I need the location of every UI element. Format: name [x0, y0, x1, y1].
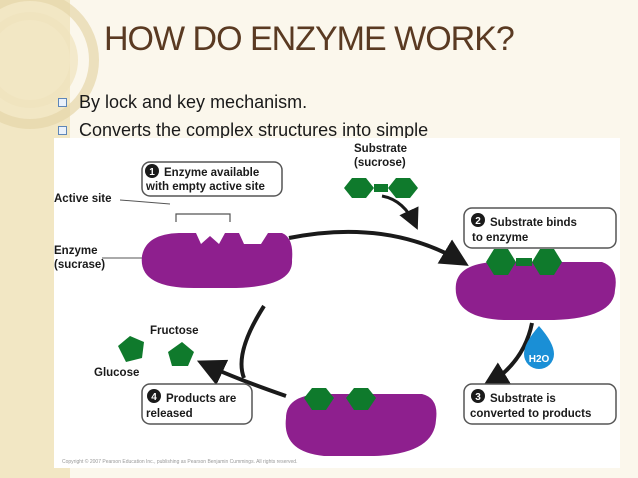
step-2-box — [463, 207, 617, 249]
decorative-arcs — [0, 0, 99, 129]
step-1-line1: Enzyme available — [164, 167, 259, 179]
glucose-molecule — [118, 336, 144, 362]
water-droplet-icon — [524, 326, 554, 369]
bullet-list: By lock and key mechanism. Converts the … — [58, 88, 428, 144]
product-hexagon-left — [304, 388, 334, 410]
bullet-item: Converts the complex structures into sim… — [58, 116, 428, 144]
sucrose-hexagon-right — [388, 178, 418, 198]
step-2-line1: Substrate binds — [490, 217, 577, 229]
square-bullet-icon — [58, 97, 67, 107]
step-4-line1: Products are — [166, 393, 236, 405]
active-site-label: Active site — [54, 193, 112, 205]
step-3-badge — [471, 389, 485, 403]
substrate-bond — [516, 258, 532, 266]
enzyme-figure: H2O 1 Enzyme available with empty active… — [54, 138, 620, 468]
substrate-label: Substrate — [354, 143, 407, 155]
bullet-item: By lock and key mechanism. — [58, 88, 428, 116]
cycle-arrow-3-to-4 — [196, 359, 287, 398]
substrate-arrow — [381, 194, 419, 230]
product-hexagon-right — [346, 388, 376, 410]
enzyme-empty-shape — [141, 233, 293, 288]
glucose-label: Glucose — [94, 367, 139, 379]
bullet-text: By lock and key mechanism. — [79, 91, 308, 112]
enzyme-bound-shape — [455, 262, 616, 320]
square-bullet-icon — [58, 125, 67, 135]
step-3-line1: Substrate is — [490, 393, 556, 405]
step-2-badge — [471, 213, 485, 227]
bullet-text: Converts the complex structures into sim… — [79, 119, 429, 140]
substrate-hexagon-left — [486, 249, 516, 275]
cycle-arrow-4-to-1 — [239, 304, 266, 379]
step-2-number: 2 — [475, 216, 481, 227]
enzyme-label: Enzyme — [54, 245, 97, 257]
active-site-bracket — [175, 213, 231, 222]
step-1-box — [141, 161, 283, 197]
substrate-hexagon-right — [532, 249, 562, 275]
fructose-molecule — [168, 342, 194, 366]
step-3-number: 3 — [475, 392, 481, 403]
sucrase-label: (sucrase) — [54, 259, 105, 271]
sucrose-bond — [374, 184, 388, 192]
step-4-number: 4 — [151, 392, 157, 403]
step-1-badge — [145, 164, 159, 178]
step-4-badge — [147, 389, 161, 403]
step-4-line2: released — [146, 408, 193, 420]
cycle-arrow-2-to-3 — [481, 322, 534, 389]
sucrose-label: (sucrose) — [354, 157, 406, 169]
enzyme-cycle-diagram: H2O 1 Enzyme available with empty active… — [54, 143, 617, 465]
copyright-text: Copyright © 2007 Pearson Education Inc.,… — [62, 458, 297, 465]
fructose-label: Fructose — [150, 325, 199, 337]
water-label: H2O — [529, 354, 550, 365]
active-site-pointer — [119, 199, 171, 205]
cycle-arrow-1-to-2 — [288, 229, 469, 266]
step-1-number: 1 — [149, 167, 155, 178]
step-2-line2: to enzyme — [472, 232, 528, 244]
slide-title: HOW DO ENZYME WORK? — [104, 20, 515, 58]
step-1-line2: with empty active site — [145, 181, 265, 193]
step-4-box — [141, 383, 253, 425]
step-3-line2: converted to products — [470, 408, 591, 420]
sucrose-hexagon-left — [344, 178, 374, 198]
step-3-box — [463, 383, 617, 425]
